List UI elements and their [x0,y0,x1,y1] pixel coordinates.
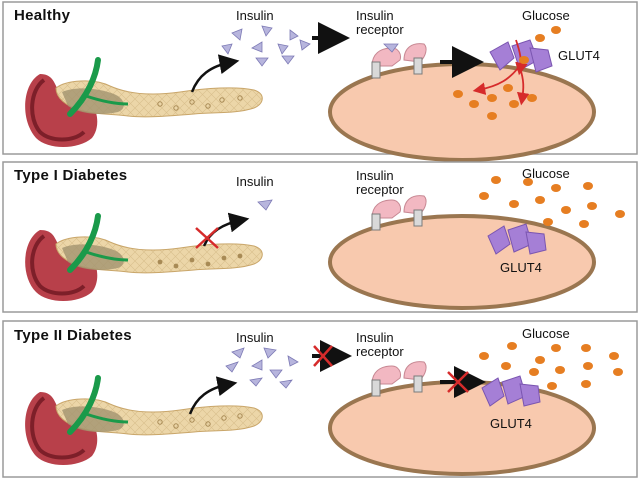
insulin-label: Insulin [236,174,274,189]
glucose-uptake-arrows [472,39,530,106]
receptor-label-line2: receptor [356,182,404,197]
glucose-dot [487,94,497,102]
cell [328,380,596,476]
insulin-molecules [225,347,299,389]
glucose-dot [583,182,593,190]
glucose-dot [561,206,571,214]
glucose-dot [551,184,561,192]
block-x [313,345,333,367]
glucose-dot [587,202,597,210]
glucose-dot [547,382,557,390]
panel-title: Healthy [14,7,71,24]
block-x [447,371,469,393]
insulin-triangle [287,355,299,367]
glucose-dot [535,356,545,364]
panel-type2: Type II Diabetes Insulin [2,320,638,478]
insulin-triangle [281,55,295,65]
glucose-dot [503,84,513,92]
insulin-triangle [225,361,239,373]
glucose-label: Glucose [522,326,570,341]
insulin-receptor [371,195,427,231]
glucose-molecules [453,26,561,120]
glucose-dot [527,94,537,102]
insulin-triangle [251,359,263,371]
release-arrow [190,54,240,93]
glucose-dot [509,100,519,108]
insulin-receptor [371,361,427,397]
glucose-dot [479,192,489,200]
glucose-dot [535,34,545,42]
pancreas-illustration [25,57,263,147]
insulin-triangle [255,57,269,67]
insulin-triangle [261,25,273,37]
panel-type1: Type I Diabetes Insulin Insulin receptor [2,161,638,313]
glucose-dot [609,352,619,360]
glucose-label: Glucose [522,166,570,181]
panel-title: Type II Diabetes [14,327,132,344]
pancreas-illustration [25,375,263,465]
pancreas-illustration [25,213,263,301]
glucose-dot [469,100,479,108]
cell [328,62,596,162]
release-arrow [188,376,238,415]
insulin-triangle [269,369,283,379]
insulin-triangle [289,29,299,41]
glut4-label: GLUT4 [558,48,600,63]
insulin-triangle [251,41,263,53]
insulin-triangle [257,199,273,211]
insulin-molecules [221,25,311,67]
insulin-triangle [277,43,289,55]
receptor-label-line1: Insulin [356,330,394,345]
glucose-dot [535,196,545,204]
panel-title: Type I Diabetes [14,167,127,184]
insulin-receptor [371,43,427,79]
insulin-label: Insulin [236,330,274,345]
glucose-dot [551,344,561,352]
receptor-label-line1: Insulin [356,8,394,23]
glucose-dot [491,176,501,184]
insulin-triangle [221,43,233,55]
glucose-dot [509,200,519,208]
glucose-dot [583,362,593,370]
panel-healthy: Healthy Insulin [2,1,638,162]
glucose-molecules [479,342,623,390]
glucose-dot [613,368,623,376]
insulin-triangle [249,377,263,387]
insulin-triangle [263,347,277,359]
glucose-dot [507,342,517,350]
insulin-triangle [231,28,243,41]
block-x [195,227,219,249]
glucose-dot [615,210,625,218]
cell [328,214,596,310]
glucose-dot [555,366,565,374]
insulin-triangle [299,39,311,51]
glucose-dot [523,178,533,186]
glucose-dot [453,90,463,98]
glucose-dot [519,56,529,64]
glucose-dot [479,352,489,360]
receptor-label-line2: receptor [356,344,404,359]
glucose-dot [581,380,591,388]
glucose-dot [487,112,497,120]
glucose-dot [529,368,539,376]
glut4-label: GLUT4 [490,416,532,431]
insulin-label: Insulin [236,8,274,23]
glut4-transporter [487,223,547,255]
glucose-molecules [479,176,625,228]
glucose-dot [543,218,553,226]
glucose-dot [501,362,511,370]
glucose-dot [581,344,591,352]
glucose-label: Glucose [522,8,570,23]
receptor-label-line2: receptor [356,22,404,37]
insulin-triangle [279,379,293,389]
glucose-dot [551,26,561,34]
glut4-label: GLUT4 [500,260,542,275]
receptor-label-line1: Insulin [356,168,394,183]
glucose-dot [579,220,589,228]
insulin-triangle [231,347,245,359]
glut4-transporter [481,375,541,407]
